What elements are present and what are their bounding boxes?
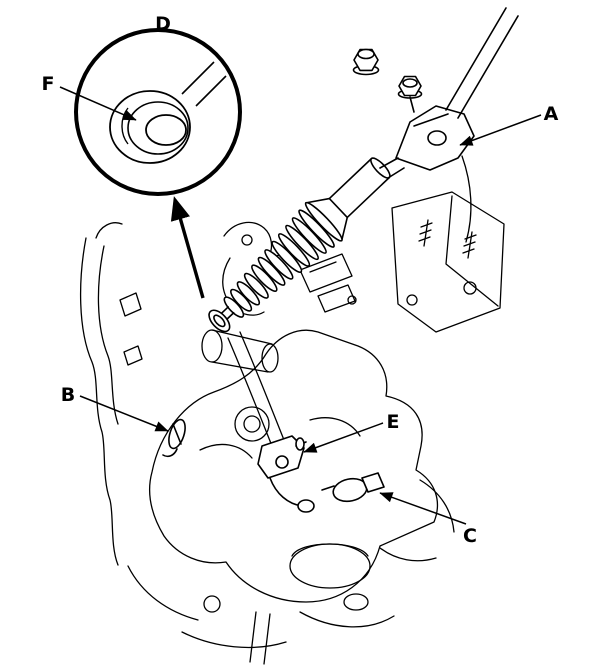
callout-e-arrow [303,422,384,453]
callout-c-label: C [463,525,477,547]
inset-detail-circle [74,28,242,196]
shift-rod-grommet [208,309,231,333]
shift-linkage-joint [257,435,315,513]
lock-pin-sensor [321,472,385,503]
callout-d-label: D [155,13,171,35]
flange-nut-left [352,48,380,76]
shift-rods [445,7,519,119]
callout-e-label: E [387,411,400,433]
flange-nut-right [397,75,423,113]
callout-f-arrow [59,86,137,121]
callout-b-arrow [79,395,169,432]
callout-a-arrow [459,114,542,146]
callout-c-arrow [379,492,467,525]
shift-lever-bracket [379,105,475,179]
callout-a-label: A [544,103,559,125]
spring-clip [162,418,186,458]
grommet-detail [109,90,191,164]
callout-f-label: F [42,73,55,95]
magnifier-arrow [170,196,205,299]
engine-background-outline [79,155,505,665]
callout-b-label: B [61,384,75,406]
shift-lever-boot [208,157,391,333]
